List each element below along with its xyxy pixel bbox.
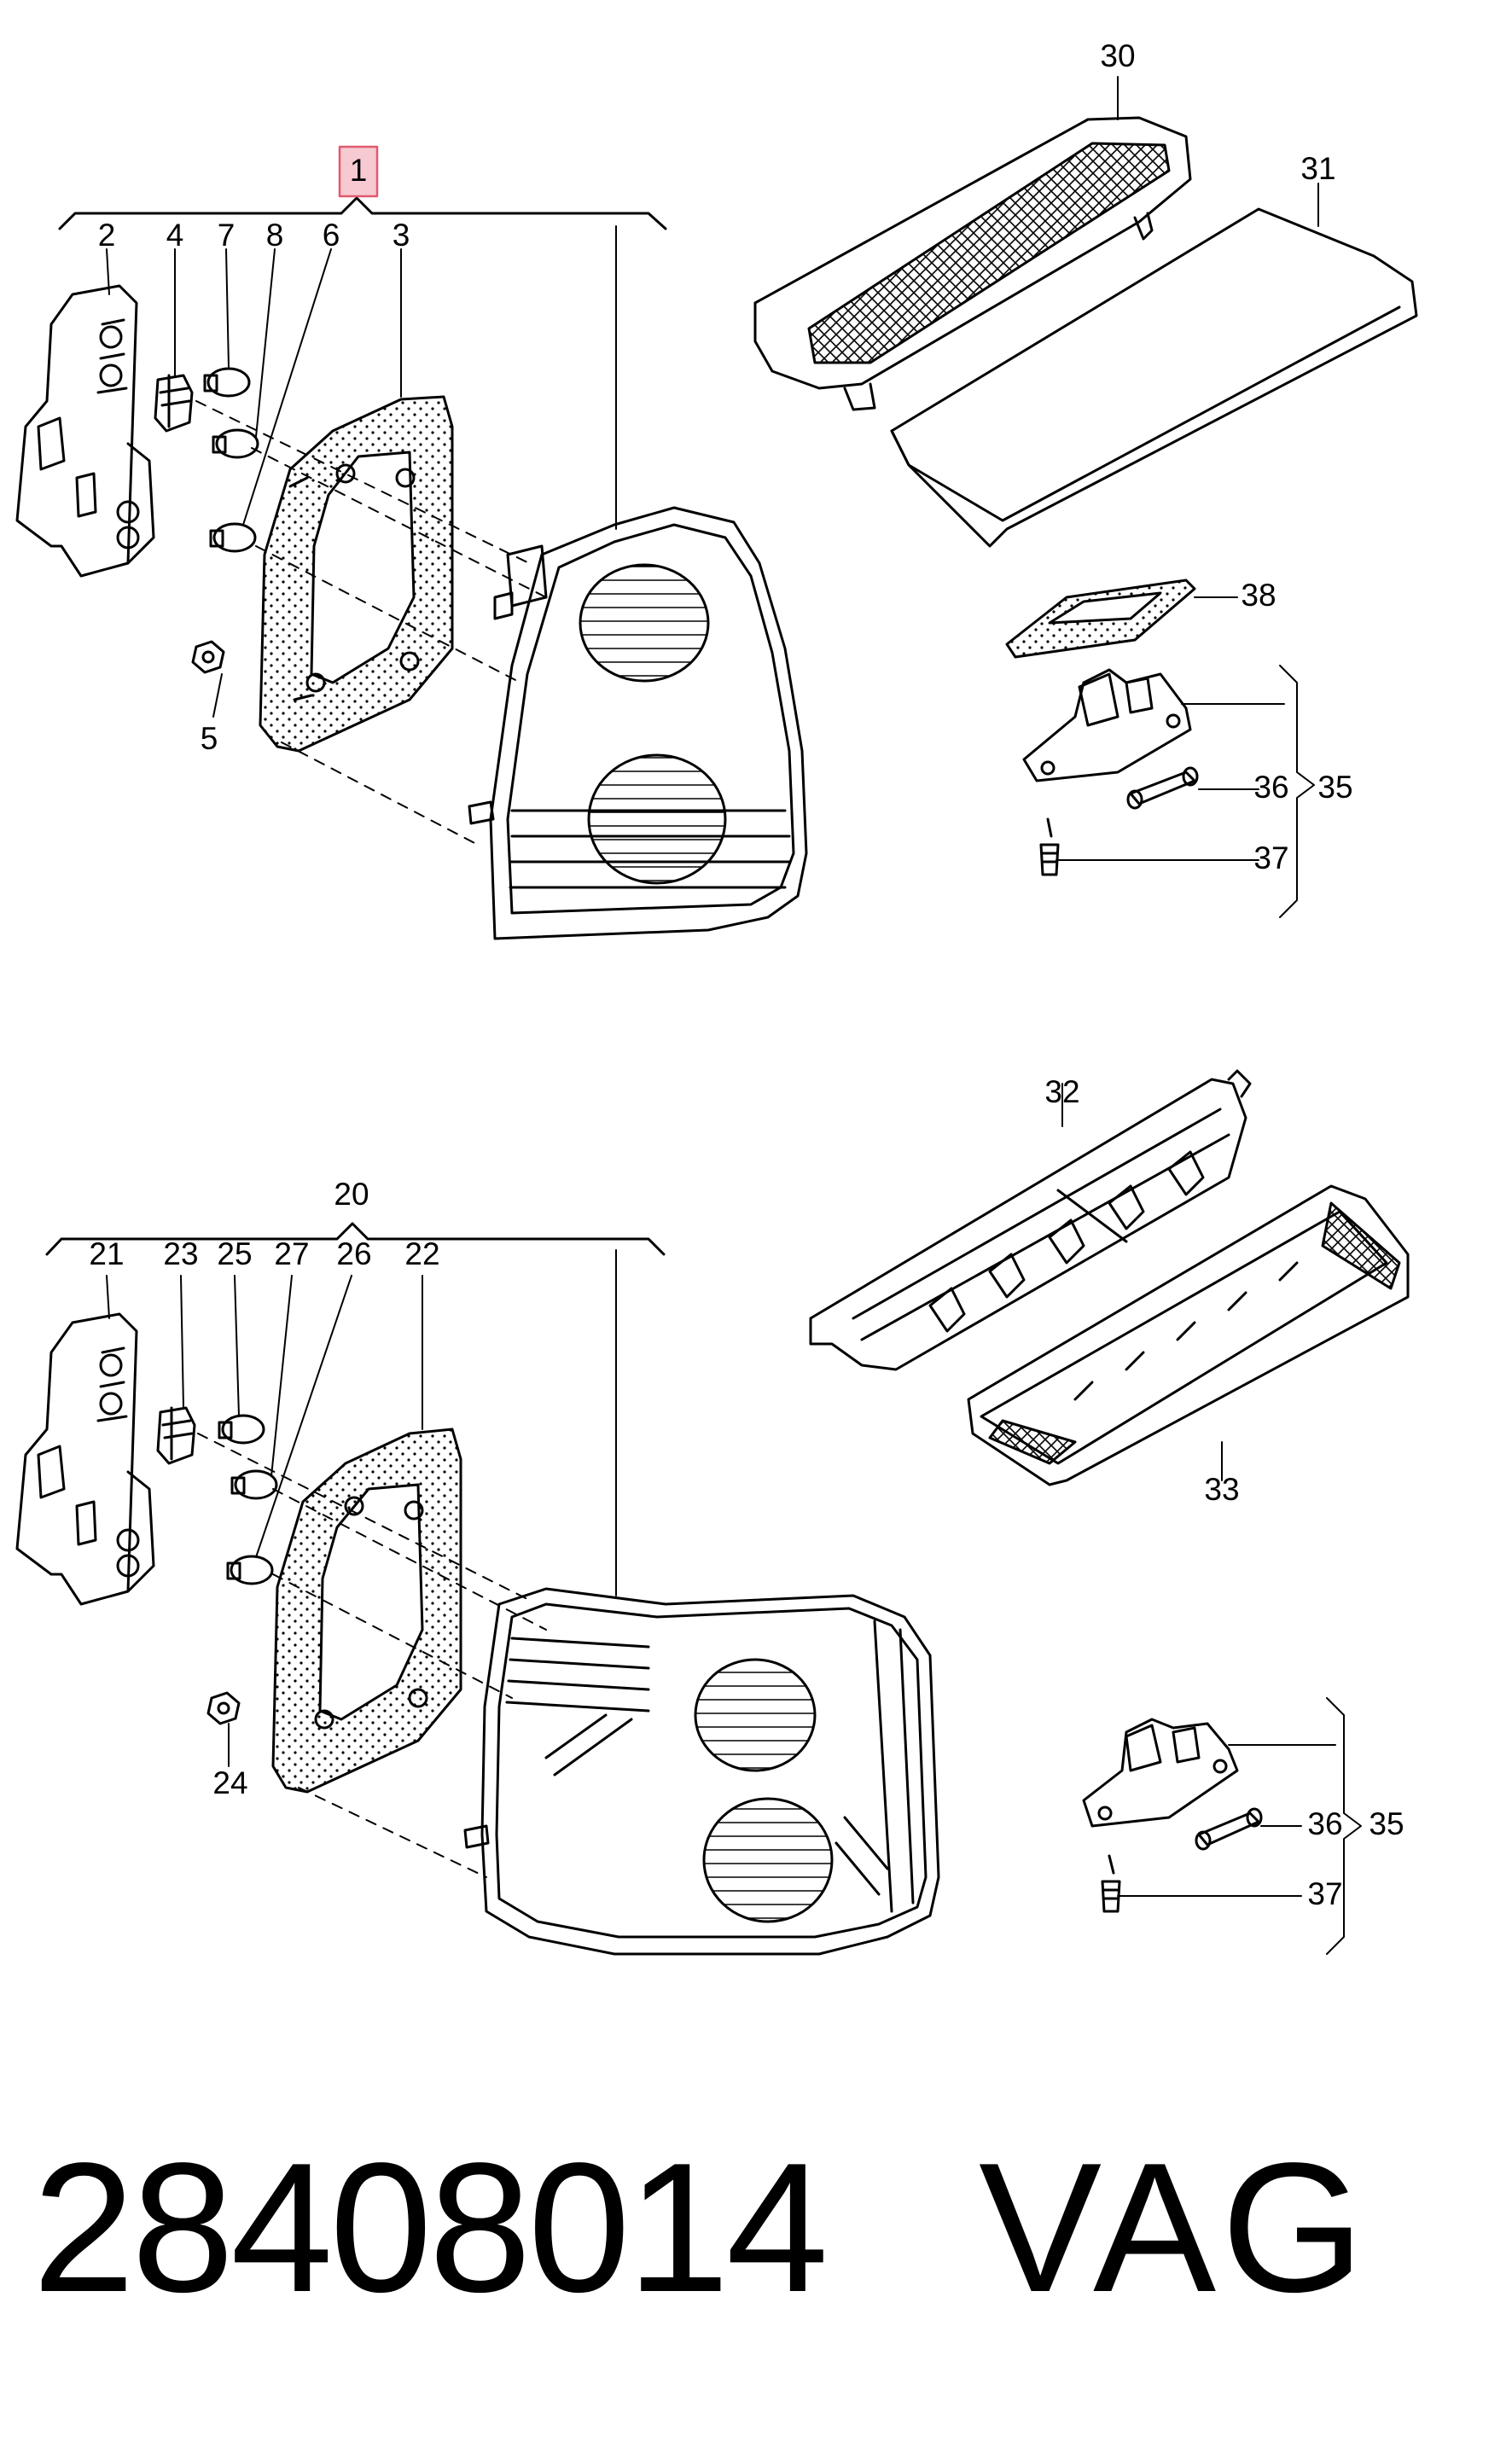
bulb-7 (203, 367, 251, 398)
gasket-3 (259, 395, 454, 753)
callout-20: 20 (334, 1177, 369, 1212)
callout-31: 31 (1300, 151, 1335, 186)
callout-33: 33 (1204, 1472, 1239, 1507)
callout-leaders-35b (1117, 1697, 1362, 1955)
callout-leaders-1 (106, 225, 617, 718)
bulb-27 (230, 1469, 278, 1500)
nut-24 (206, 1691, 241, 1725)
light-lens-33 (967, 1184, 1410, 1486)
assembly-leaders-20 (197, 1433, 547, 1878)
assembly-leaders-1 (195, 400, 547, 846)
callout-2: 2 (98, 218, 116, 253)
bulb-26 (226, 1555, 274, 1585)
group-bracket-20 (45, 1222, 666, 1256)
socket-23 (156, 1406, 196, 1465)
bulb-6 (209, 522, 257, 553)
callout-23: 23 (163, 1236, 198, 1271)
bulb-36a (1126, 766, 1199, 810)
trim-panel-31 (890, 183, 1418, 548)
bulb-holder-21 (15, 1312, 155, 1606)
callout-21: 21 (89, 1236, 124, 1271)
gasket-22 (271, 1428, 462, 1794)
callout-22: 22 (404, 1236, 439, 1271)
callout-36a: 36 (1253, 770, 1288, 805)
bulb-holder-2 (15, 284, 155, 578)
brand-name: VAG (979, 2123, 1370, 2330)
nut-5 (191, 640, 225, 674)
bulb-25 (218, 1414, 265, 1445)
callout-26: 26 (336, 1236, 371, 1271)
brake-light-30 (753, 76, 1192, 411)
callout-5: 5 (201, 721, 218, 756)
callout-37b: 37 (1307, 1876, 1342, 1911)
callout-35a: 35 (1317, 770, 1352, 805)
callout-6: 6 (323, 218, 340, 253)
callout-27: 27 (274, 1236, 309, 1271)
bulb-36b (1195, 1807, 1263, 1851)
bulb-8 (212, 428, 259, 459)
callout-30: 30 (1100, 38, 1135, 73)
group-bracket-1 (58, 196, 667, 230)
callout-4: 4 (166, 218, 184, 253)
part-number: 28408014 (32, 2123, 829, 2330)
tail-lamp-20 (463, 1587, 940, 1956)
screw-37a (1039, 817, 1060, 876)
callout-1-highlight (338, 145, 379, 198)
callout-leaders-2 (1055, 665, 1315, 918)
callout-36b: 36 (1307, 1806, 1342, 1841)
seal-38 (1005, 579, 1238, 659)
tail-lamp-1 (468, 506, 808, 940)
callout-32: 32 (1044, 1074, 1079, 1109)
light-housing-32 (809, 1069, 1252, 1371)
callout-7: 7 (218, 218, 236, 253)
callout-1: 1 (350, 153, 368, 188)
plate-lamp-35b (1082, 1718, 1239, 1828)
part-caption: 28408014 VAG (32, 2124, 1370, 2330)
callout-25: 25 (217, 1236, 252, 1271)
callout-leaders-20 (106, 1249, 617, 1767)
callout-8: 8 (266, 218, 284, 253)
callout-37a: 37 (1253, 840, 1288, 875)
socket-4 (154, 374, 194, 433)
callout-24: 24 (212, 1765, 247, 1800)
callout-3: 3 (393, 218, 410, 253)
callout-35b: 35 (1369, 1806, 1404, 1841)
plate-lamp-35a (1022, 668, 1192, 782)
screw-37b (1101, 1854, 1121, 1913)
callout-38: 38 (1241, 578, 1276, 613)
